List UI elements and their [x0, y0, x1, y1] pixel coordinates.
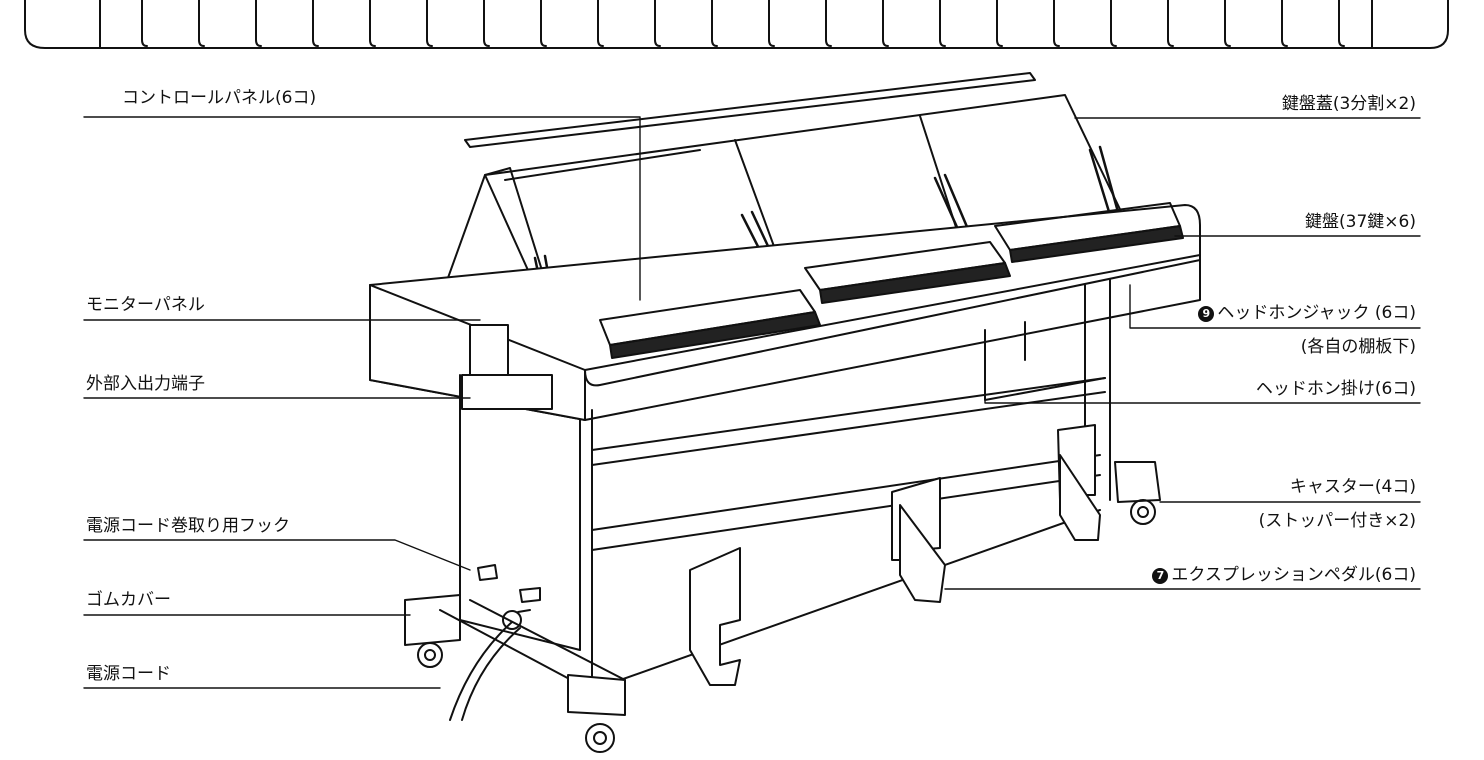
- strip-divider: [1338, 0, 1345, 47]
- label-power-cord: 電源コード: [86, 664, 171, 684]
- strip-divider: [426, 0, 433, 47]
- strip-divider: [1167, 0, 1174, 47]
- strip-divider: [540, 0, 547, 47]
- label-monitor-panel: モニターパネル: [86, 295, 205, 315]
- strip-divider: [369, 0, 376, 47]
- casters: [417, 499, 1156, 753]
- strip-divider: [996, 0, 1003, 47]
- strip-divider: [654, 0, 661, 47]
- strip-divider: [711, 0, 718, 47]
- strip-divider: [1281, 0, 1288, 47]
- monitor-panel-art: [461, 324, 553, 410]
- label-rubber-cover: ゴムカバー: [86, 590, 171, 610]
- top-block-strip: [24, 0, 1449, 49]
- strip-divider: [768, 0, 775, 47]
- power-cord-art: [449, 564, 541, 721]
- strip-divider: [1110, 0, 1117, 47]
- keyboards: [599, 202, 1184, 359]
- console-frame: [404, 279, 1161, 716]
- strip-divider: [198, 0, 205, 47]
- strip-divider: [312, 0, 319, 47]
- leader-lines: [83, 116, 1421, 689]
- label-control-panel: コントロールパネル(6コ): [122, 88, 317, 108]
- strip-divider: [825, 0, 832, 47]
- strip-divider: [1224, 0, 1231, 47]
- strip-divider: [255, 0, 262, 47]
- label-caster-note: (ストッパー付き×2): [1258, 511, 1416, 531]
- number-9-badge: 9: [1198, 306, 1215, 322]
- strip-divider: [1053, 0, 1060, 47]
- label-cord-hook: 電源コード巻取り用フック: [86, 516, 290, 536]
- label-caster: キャスター(4コ): [1289, 477, 1416, 497]
- label-keyboard: 鍵盤(37鍵×6): [1305, 212, 1416, 232]
- label-headphone-jack-note: (各自の棚板下): [1300, 337, 1416, 357]
- label-headphone-hanger: ヘッドホン掛け(6コ): [1255, 379, 1416, 399]
- label-key-cover: 鍵盤蓋(3分割×2): [1281, 94, 1416, 114]
- strip-divider: [939, 0, 946, 47]
- strip-divider: [141, 0, 148, 47]
- strip-divider: [597, 0, 604, 47]
- strip-divider: [882, 0, 889, 47]
- label-external-io: 外部入出力端子: [86, 374, 205, 394]
- strip-divider: [483, 0, 490, 47]
- number-7-badge: 7: [1152, 568, 1169, 584]
- expression-pedals: [689, 424, 1101, 686]
